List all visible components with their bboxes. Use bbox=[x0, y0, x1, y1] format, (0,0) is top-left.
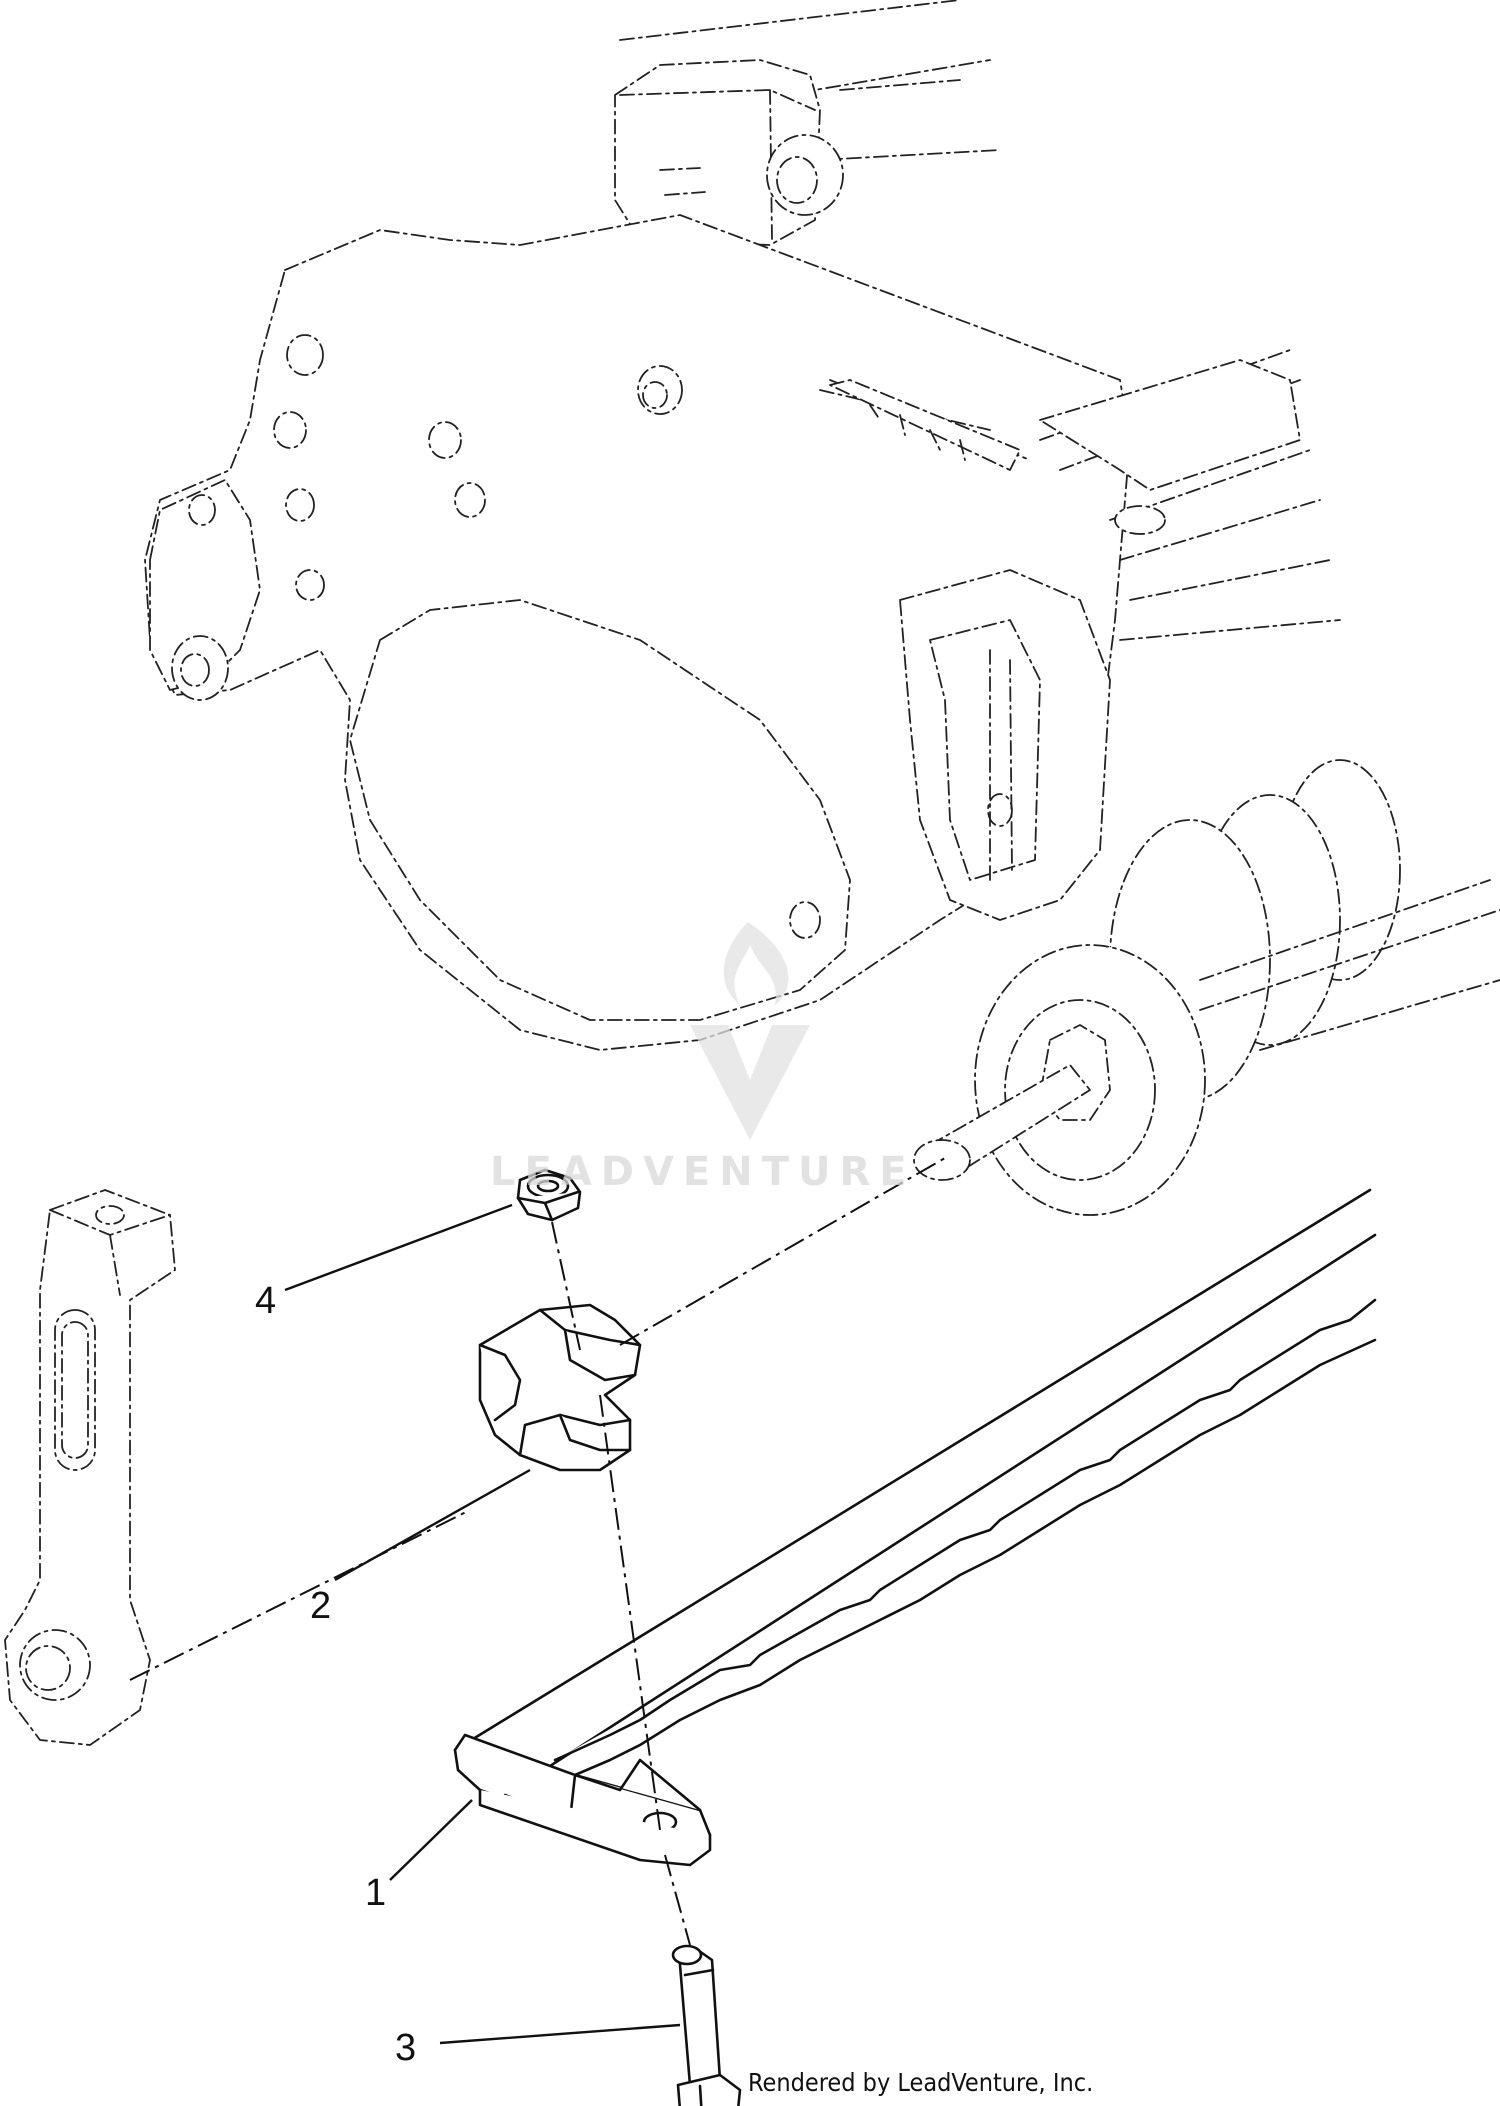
flame-v-logo-icon bbox=[690, 922, 810, 1140]
link-arm-phantom bbox=[4, 1189, 176, 1746]
bracket-part-1 bbox=[453, 1733, 712, 1867]
leader-lines bbox=[284, 1203, 681, 2045]
watermark-text: LEADVENTURE bbox=[490, 1149, 916, 1195]
bolt-part-3 bbox=[671, 1944, 742, 2106]
watermark: LEADVENTURE bbox=[490, 922, 916, 1195]
callout-4: 4 bbox=[255, 1280, 276, 1322]
assembly-centerlines bbox=[129, 1157, 946, 1946]
nut-part-4 bbox=[516, 1168, 582, 1222]
leader-2 bbox=[334, 1468, 531, 1582]
callout-1: 1 bbox=[365, 1872, 386, 1914]
callout-2: 2 bbox=[310, 1585, 331, 1627]
frame-rail bbox=[453, 1188, 1377, 1797]
clamp-part-2 bbox=[478, 1303, 642, 1472]
leader-4 bbox=[284, 1203, 513, 1292]
housing-assembly-phantom bbox=[144, 0, 1500, 1216]
callout-3: 3 bbox=[395, 2027, 416, 2069]
leader-1 bbox=[389, 1799, 473, 1881]
leader-3 bbox=[439, 2023, 681, 2045]
callouts: 1 2 3 4 bbox=[255, 1280, 416, 2069]
credit-text: Rendered by LeadVenture, Inc. bbox=[748, 2068, 1093, 2097]
